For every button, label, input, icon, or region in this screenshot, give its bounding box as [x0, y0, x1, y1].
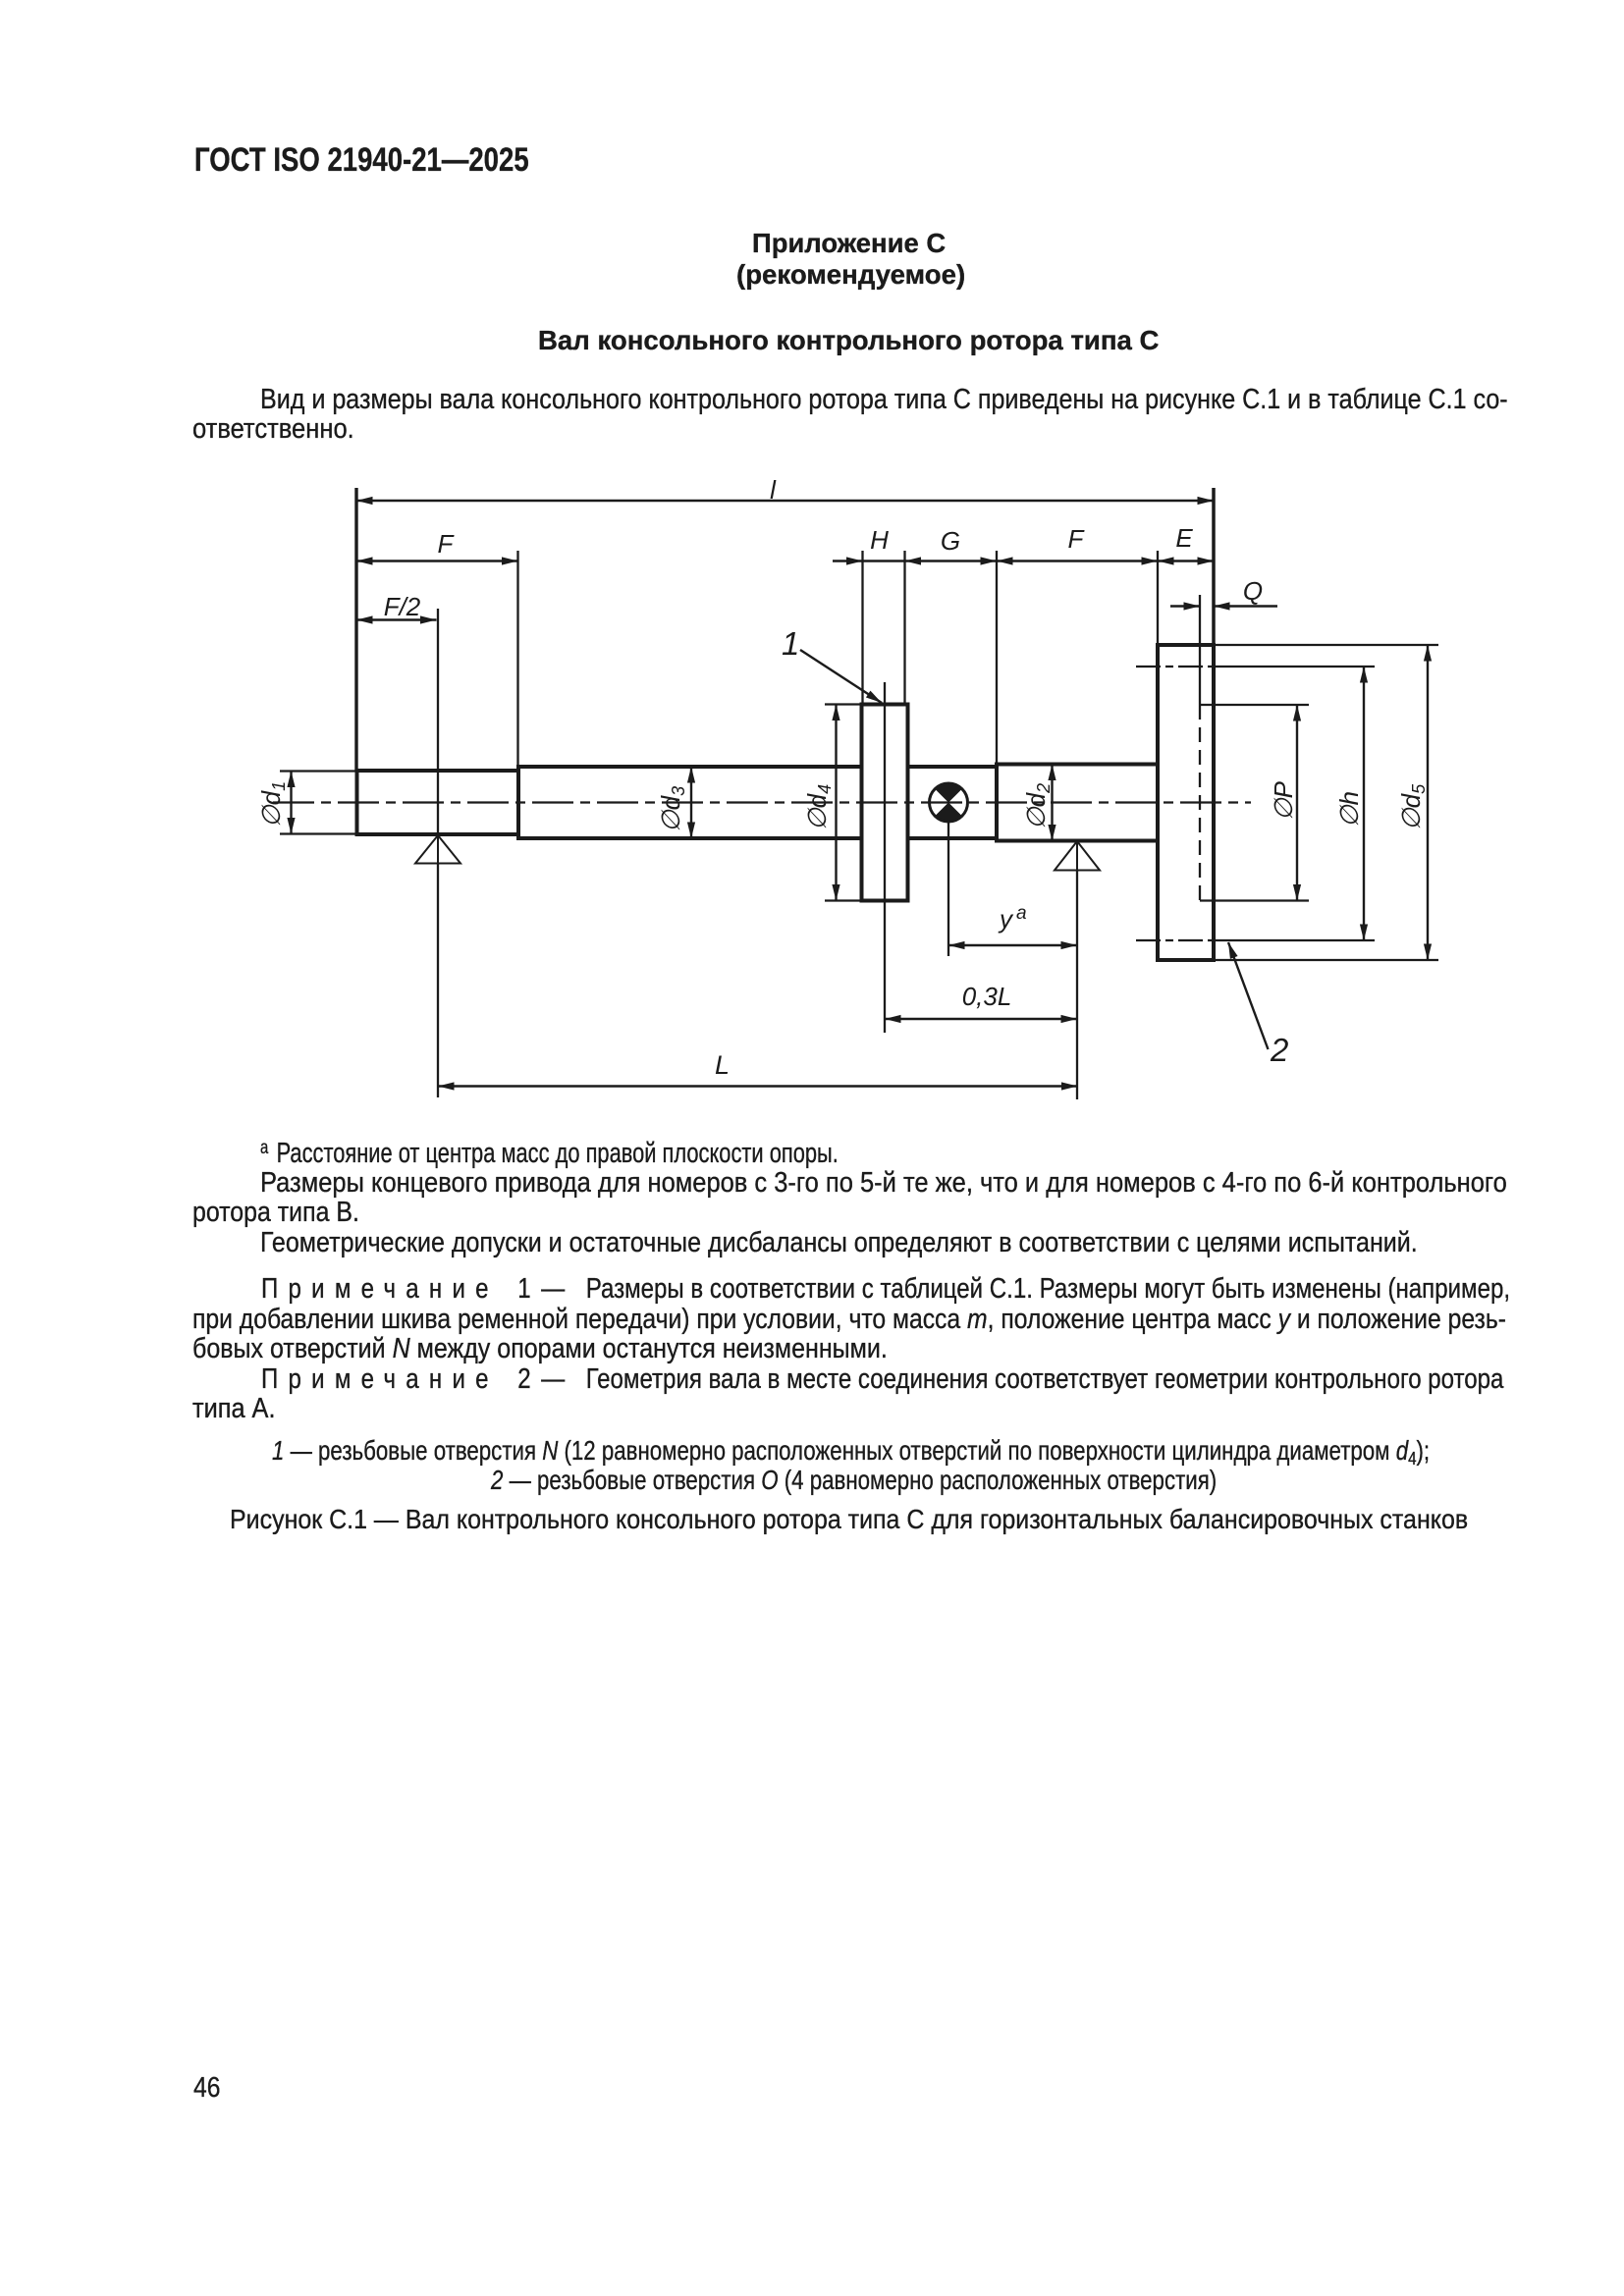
svg-text:2: 2 [1270, 1032, 1288, 1068]
svg-text:G: G [941, 526, 960, 556]
svg-text:F: F [438, 529, 456, 559]
svg-text:a: a [1016, 903, 1027, 924]
svg-text:y: y [998, 904, 1014, 934]
svg-text:∅d5: ∅d5 [1396, 783, 1429, 830]
svg-text:∅d2: ∅d2 [1021, 783, 1054, 829]
svg-text:l: l [770, 475, 777, 505]
svg-text:F/2: F/2 [384, 592, 421, 621]
svg-text:F: F [1068, 524, 1086, 554]
svg-text:E: E [1175, 523, 1193, 553]
svg-text:L: L [715, 1050, 730, 1080]
svg-text:∅h: ∅h [1334, 791, 1364, 828]
svg-text:∅d3: ∅d3 [656, 786, 688, 832]
svg-text:∅d4: ∅d4 [802, 784, 835, 830]
svg-text:0,3L: 0,3L [962, 982, 1012, 1011]
svg-text:1: 1 [782, 625, 799, 662]
svg-text:∅P: ∅P [1269, 780, 1298, 821]
svg-text:∅d1: ∅d1 [256, 781, 289, 828]
svg-text:Q: Q [1243, 576, 1263, 606]
svg-text:H: H [870, 525, 889, 555]
